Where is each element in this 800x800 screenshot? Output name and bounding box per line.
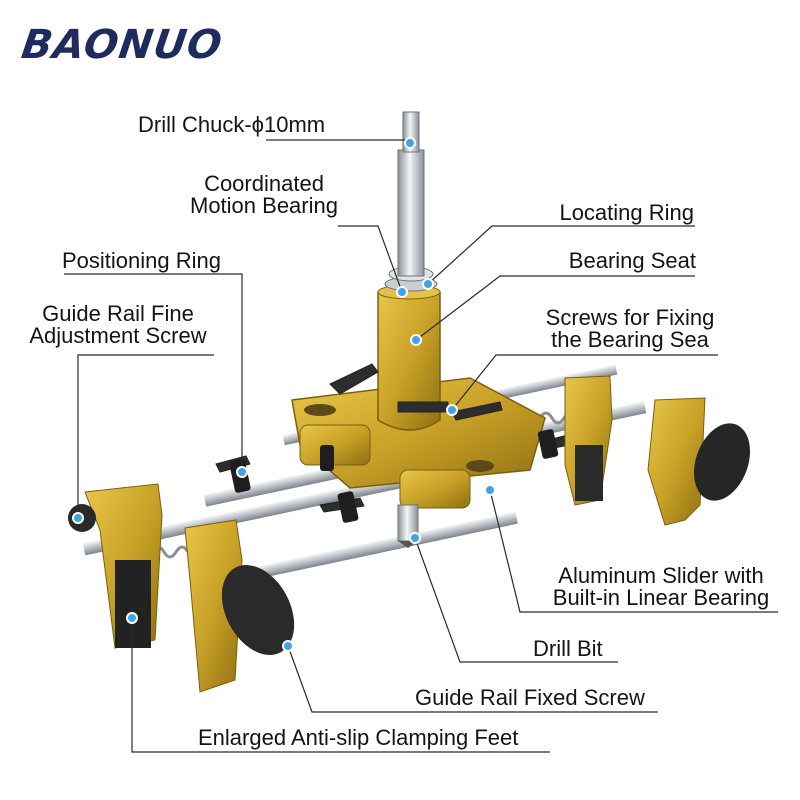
label-coordinated-line2: Motion Bearing (190, 193, 338, 218)
drill-shaft (397, 111, 425, 277)
leader-screws-fixing (451, 354, 718, 411)
label-guide-rail-fixed-screw: Guide Rail Fixed Screw (415, 687, 645, 709)
leader-lines (64, 139, 778, 753)
label-positioning-ring-text: Positioning Ring (62, 248, 221, 273)
label-slider-line1: Aluminum Slider with (558, 563, 764, 588)
leader-bearing-seat (415, 275, 695, 341)
dot-aluminum-slider (484, 484, 496, 496)
label-drill-chuck-text: Drill Chuck-ϕ10mm (138, 112, 326, 137)
leader-fine-adjustment (77, 354, 214, 518)
leader-coordinated-motion (338, 225, 403, 293)
dot-locating-ring (422, 278, 434, 290)
label-positioning-ring: Positioning Ring (62, 250, 221, 272)
label-screws-for-fixing: Screws for Fixing the Bearing Sea (532, 307, 728, 351)
dot-fine-adjustment (72, 512, 84, 524)
label-clamping-feet: Enlarged Anti-slip Clamping Feet (198, 727, 518, 749)
label-aluminum-slider: Aluminum Slider with Built-in Linear Bea… (540, 565, 782, 609)
back-clamps (564, 375, 751, 526)
leader-clamping-feet (131, 618, 550, 753)
label-drill-bit: Drill Bit (533, 638, 603, 660)
dot-screws-fixing (446, 404, 458, 416)
callout-dots (72, 137, 496, 652)
label-bearing-seat-text: Bearing Seat (568, 248, 696, 273)
front-clamps (68, 483, 295, 693)
label-fine-line1: Guide Rail Fine (42, 301, 194, 326)
label-locating-ring: Locating Ring (520, 202, 694, 224)
label-guide-rail-fine-adjustment: Guide Rail Fine Adjustment Screw (16, 303, 220, 347)
dot-bearing-seat (410, 334, 422, 346)
dot-coordinated-motion (396, 286, 408, 298)
leader-drill-bit (414, 537, 618, 663)
label-screws-line2: the Bearing Sea (551, 327, 709, 352)
label-screws-line1: Screws for Fixing (545, 305, 715, 330)
leader-drill-chuck (266, 139, 411, 143)
front-guide-rail (82, 466, 518, 591)
dot-positioning-ring (236, 466, 248, 478)
label-locating-ring-text: Locating Ring (559, 200, 694, 225)
leader-fixed-screw (287, 645, 658, 713)
dot-clamping-feet (126, 612, 138, 624)
brand-logo: BAONUO (18, 22, 226, 68)
label-drill-bit-text: Drill Bit (533, 636, 603, 661)
label-slider-line2: Built-in Linear Bearing (552, 585, 770, 610)
label-coordinated-line1: Coordinated (204, 171, 324, 196)
label-clamping-feet-text: Enlarged Anti-slip Clamping Feet (198, 725, 519, 750)
label-drill-chuck: Drill Chuck-ϕ10mm (138, 114, 325, 136)
dot-drill-chuck (404, 137, 416, 149)
label-bearing-seat: Bearing Seat (520, 250, 696, 272)
label-coordinated-motion-bearing: Coordinated Motion Bearing (176, 173, 352, 217)
leader-aluminum-slider (489, 489, 778, 613)
linear-bearing-blocks (299, 424, 471, 509)
label-fine-line2: Adjustment Screw (29, 323, 207, 348)
dot-fixed-screw (282, 640, 294, 652)
dot-drill-bit (409, 532, 421, 544)
leader-locating-ring (427, 225, 695, 285)
leader-positioning-ring (64, 273, 243, 472)
label-fixed-screw-text: Guide Rail Fixed Screw (415, 685, 645, 710)
